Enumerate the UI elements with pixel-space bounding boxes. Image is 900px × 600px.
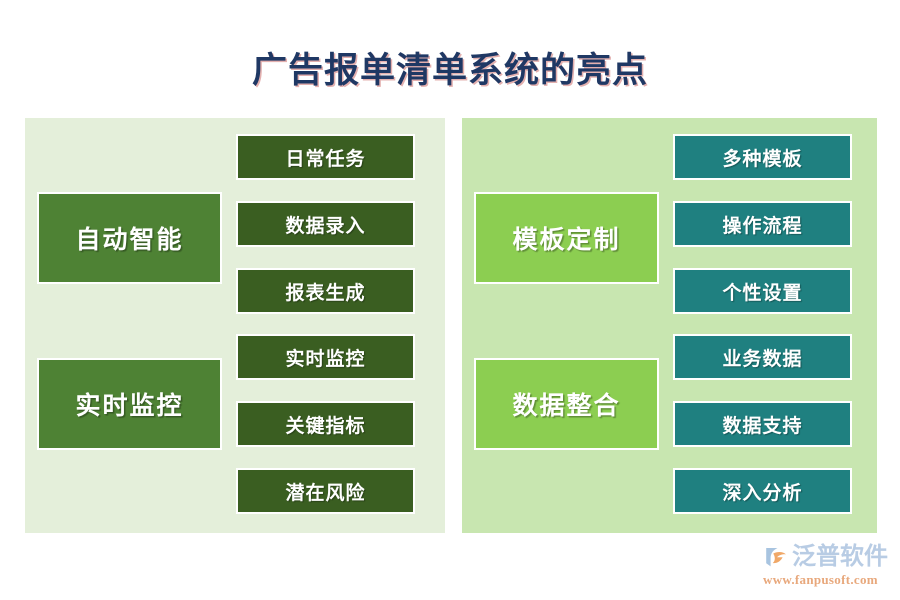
category-box-data-integration[interactable]: 数据整合: [474, 358, 659, 450]
item-box-data-support[interactable]: 数据支持: [673, 401, 852, 447]
category-box-automation[interactable]: 自动智能: [37, 192, 222, 284]
logo-row: 泛普软件: [763, 543, 891, 571]
category-box-monitoring[interactable]: 实时监控: [37, 358, 222, 450]
fanpu-f-mark-icon: [763, 544, 789, 570]
item-box-key-indicators[interactable]: 关键指标: [236, 401, 415, 447]
item-box-personal-settings[interactable]: 个性设置: [673, 268, 852, 314]
item-box-report-generation[interactable]: 报表生成: [236, 268, 415, 314]
item-box-realtime-monitoring[interactable]: 实时监控: [236, 334, 415, 380]
panel-left: 自动智能 实时监控 日常任务 数据录入 报表生成 实时监控 关键指标 潜在风险: [25, 118, 445, 533]
panel-right: 模板定制 数据整合 多种模板 操作流程 个性设置 业务数据 数据支持 深入分析: [462, 118, 877, 533]
logo-website-url: www.fanpusoft.com: [763, 572, 878, 587]
item-box-business-data[interactable]: 业务数据: [673, 334, 852, 380]
category-box-template-customization[interactable]: 模板定制: [474, 192, 659, 284]
item-box-potential-risk[interactable]: 潜在风险: [236, 468, 415, 514]
item-box-multiple-templates[interactable]: 多种模板: [673, 134, 852, 180]
item-box-data-entry[interactable]: 数据录入: [236, 201, 415, 247]
item-box-deep-analysis[interactable]: 深入分析: [673, 468, 852, 514]
item-box-operation-flow[interactable]: 操作流程: [673, 201, 852, 247]
company-logo: 泛普软件 www.fanpusoft.com: [763, 543, 891, 589]
item-box-daily-task[interactable]: 日常任务: [236, 134, 415, 180]
logo-company-name: 泛普软件: [792, 543, 888, 570]
page-title: 广告报单清单系统的亮点: [251, 51, 648, 90]
